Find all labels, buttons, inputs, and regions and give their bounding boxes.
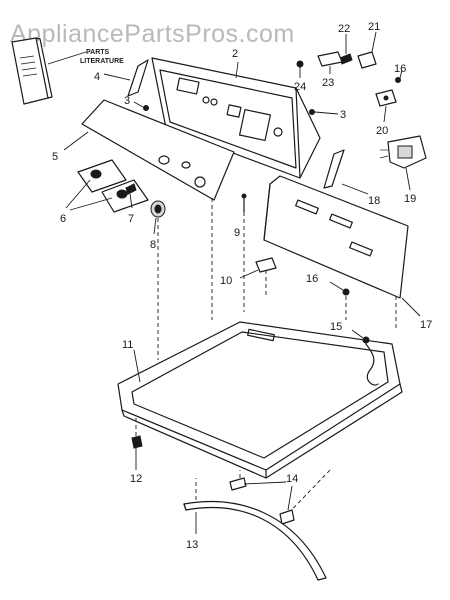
callout-3-right: 3 [340, 109, 346, 121]
part-3-screw-left [133, 101, 149, 111]
callout-7: 7 [128, 213, 134, 225]
part-17-rear-panel [263, 175, 421, 317]
part-24-grommet [296, 60, 304, 78]
part-16-screw-upper [395, 69, 403, 83]
part-14-pads [229, 477, 295, 525]
part-15-screw [351, 329, 370, 344]
part-19-timer [379, 135, 427, 191]
callout-6: 6 [60, 213, 66, 225]
part-16-screw-lower [329, 281, 350, 296]
part-18-trim [323, 149, 369, 195]
part-21-switch [357, 31, 377, 69]
part-7-clip [125, 183, 137, 209]
part-8-knob [150, 200, 166, 235]
callout-13: 13 [186, 539, 198, 551]
callout-8: 8 [150, 239, 156, 251]
part-1-literature [11, 37, 87, 105]
callout-20: 20 [376, 125, 388, 137]
part-20-switch [375, 89, 397, 123]
callout-17: 17 [420, 319, 432, 331]
literature-label-line2: LITERATURE [80, 58, 124, 65]
callout-16-upper: 16 [394, 63, 406, 75]
part-3-screw-right [309, 109, 339, 115]
part-23-bracket [317, 51, 343, 74]
callout-2: 2 [232, 48, 238, 60]
callout-18: 18 [368, 195, 380, 207]
wire-harness [365, 343, 379, 386]
callout-19: 19 [404, 193, 416, 205]
callout-21: 21 [368, 21, 380, 33]
part-10-pad [239, 257, 277, 279]
part-12-leveling-leg [131, 435, 143, 470]
callout-3-left: 3 [124, 95, 130, 107]
callout-4: 4 [94, 71, 100, 83]
callout-14: 14 [286, 473, 298, 485]
part-2-control-console [151, 57, 321, 179]
callout-10: 10 [220, 275, 232, 287]
callout-16-lower: 16 [306, 273, 318, 285]
callout-22: 22 [338, 23, 350, 35]
callout-5: 5 [52, 151, 58, 163]
part-22-clip [339, 34, 353, 65]
callout-15: 15 [330, 321, 342, 333]
part-4-end-cap [103, 59, 149, 97]
part-11-top [117, 321, 403, 479]
part-5-control-panel [63, 99, 235, 201]
callout-9: 9 [234, 227, 240, 239]
part-9-screw [241, 193, 247, 213]
callout-11: 11 [122, 339, 133, 351]
part-13-trim-strip [183, 500, 327, 581]
callout-12: 12 [130, 473, 142, 485]
callout-23: 23 [322, 77, 334, 89]
watermark: AppliancePartsPros.com [10, 20, 295, 48]
callout-24: 24 [294, 81, 306, 93]
part-6-switch-plates [65, 159, 149, 213]
literature-label-line1: PARTS [86, 49, 110, 56]
